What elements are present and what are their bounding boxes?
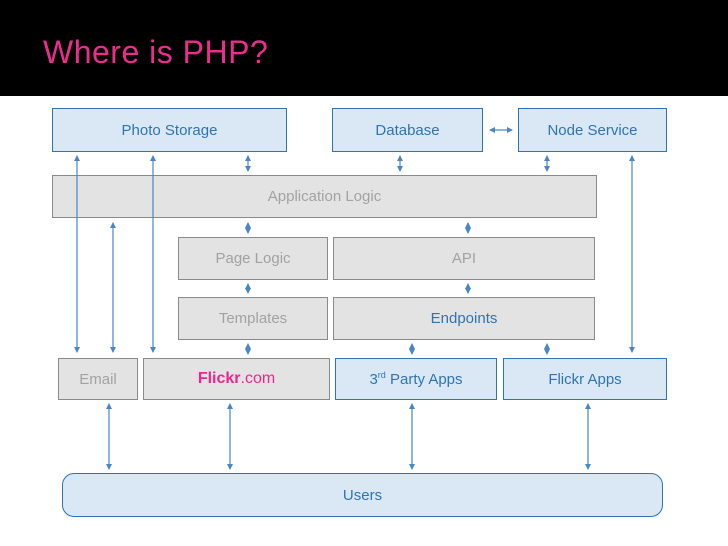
- box-users-label: Users: [342, 486, 383, 504]
- box-flickr-apps-label: Flickr Apps: [548, 370, 622, 388]
- box-endpoints-label: Endpoints: [430, 310, 498, 327]
- third-party-sup: rd: [377, 369, 386, 380]
- box-page-logic: Page Logic: [178, 237, 328, 280]
- box-photo-storage-label: Photo Storage: [121, 121, 218, 139]
- flickr-brand-label: Flickr: [197, 370, 241, 387]
- box-application-logic-label: Application Logic: [267, 188, 382, 205]
- box-email: Email: [58, 358, 138, 400]
- box-templates-label: Templates: [218, 310, 288, 327]
- box-email-label: Email: [79, 370, 117, 388]
- box-third-party-apps-label: 3rd Party Apps: [369, 369, 463, 388]
- box-photo-storage: Photo Storage: [52, 108, 287, 152]
- box-third-party-apps: 3rd Party Apps: [335, 358, 497, 400]
- third-party-rest: Party Apps: [385, 370, 463, 388]
- box-api-label: API: [451, 250, 477, 267]
- third-party-prefix: 3: [369, 370, 378, 388]
- header-band: [0, 0, 728, 96]
- box-api: API: [333, 237, 595, 280]
- box-flickr-com: Flickr.com: [143, 358, 330, 400]
- box-node-service: Node Service: [518, 108, 667, 152]
- box-application-logic: Application Logic: [52, 175, 597, 218]
- box-node-service-label: Node Service: [547, 121, 638, 139]
- box-database-label: Database: [375, 121, 440, 139]
- box-endpoints: Endpoints: [333, 297, 595, 340]
- box-database: Database: [332, 108, 483, 152]
- flickr-suffix-label: .com: [240, 370, 276, 387]
- box-page-logic-label: Page Logic: [215, 250, 291, 267]
- box-users: Users: [62, 473, 663, 517]
- box-templates: Templates: [178, 297, 328, 340]
- box-flickr-apps: Flickr Apps: [503, 358, 667, 400]
- page-title: Where is PHP?: [43, 34, 269, 70]
